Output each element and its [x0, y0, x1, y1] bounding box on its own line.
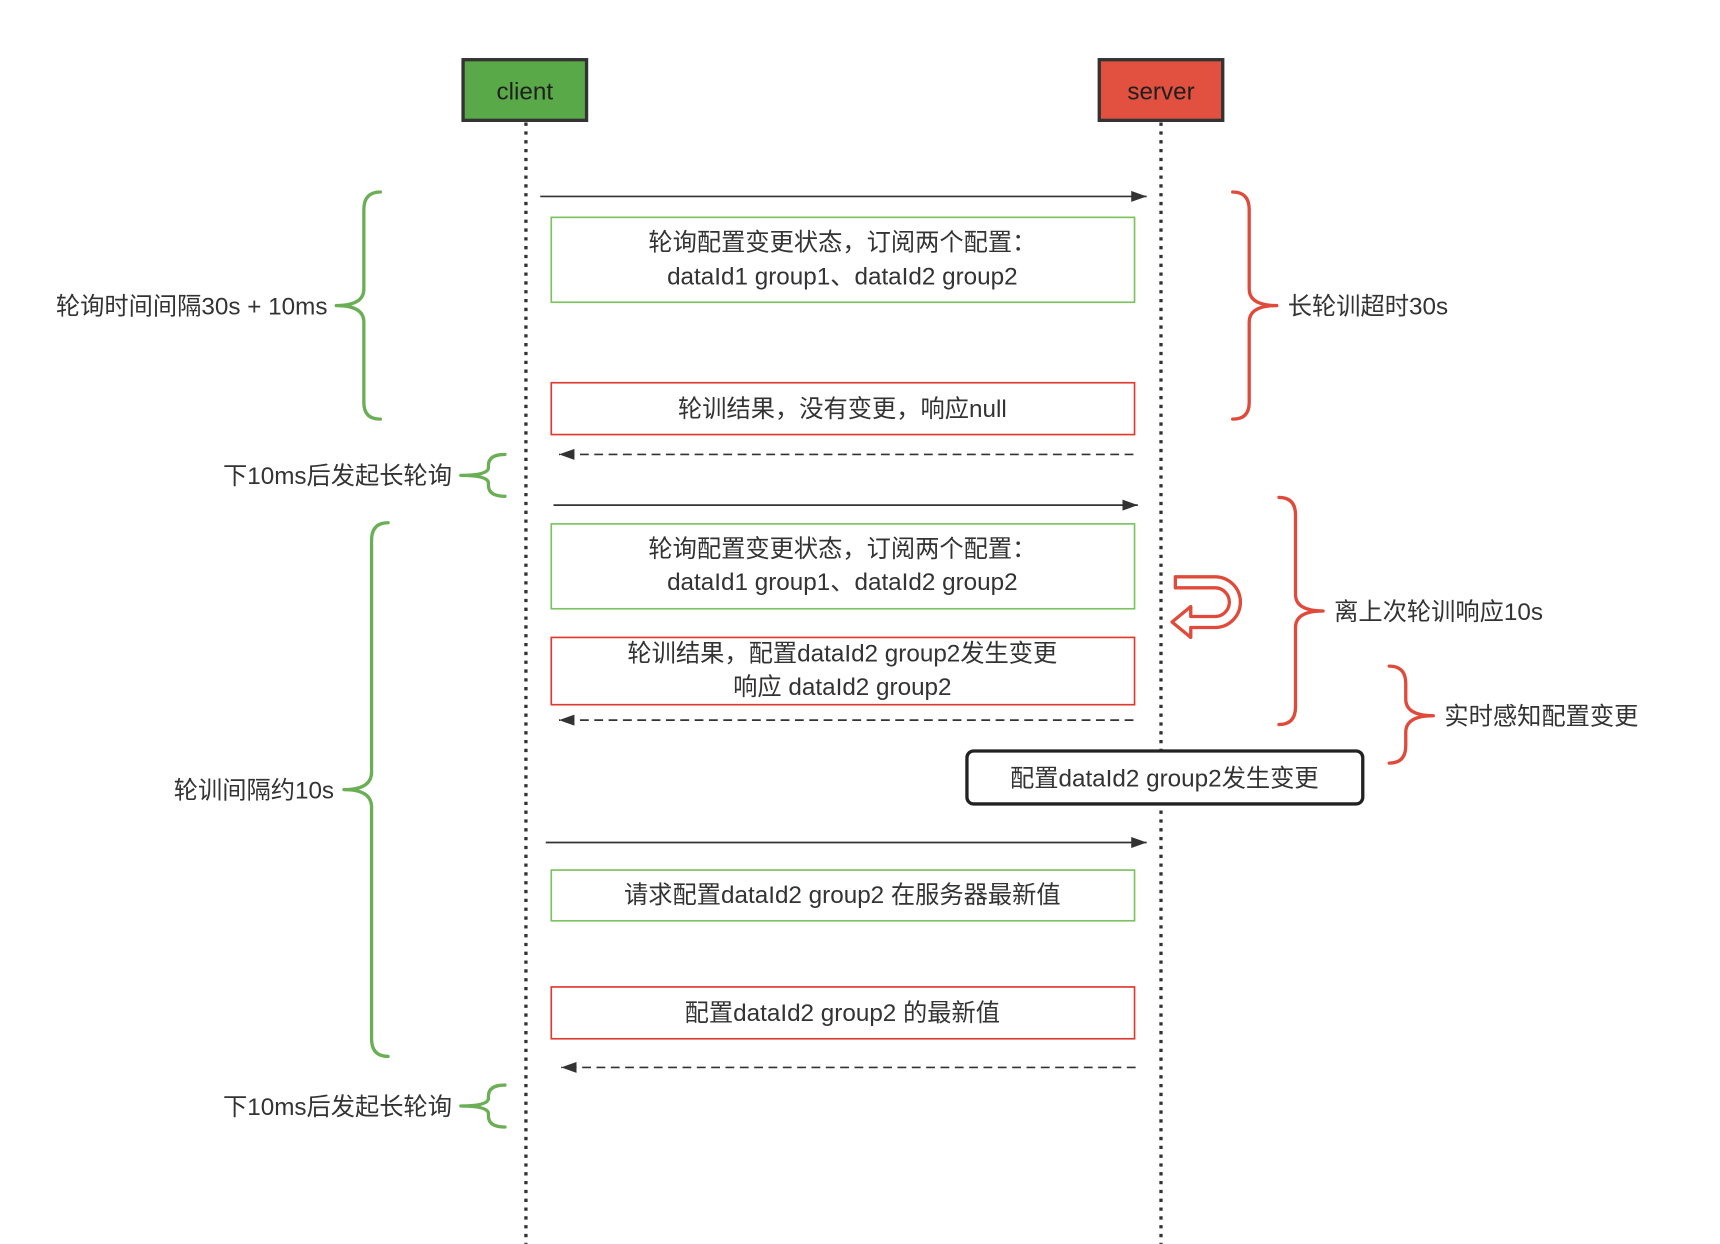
client-annotation-next-poll-2: 下10ms后发起长轮询 [223, 1083, 507, 1129]
poll-request-2-line1: 轮询配置变更状态，订阅两个配置： [648, 536, 1036, 563]
fetch-response: 配置dataId2 group2 的最新值 [550, 986, 1136, 1040]
server-annotation-3-label: 实时感知配置变更 [1444, 704, 1638, 731]
participant-server: server [1097, 58, 1225, 122]
client-label: client [497, 78, 554, 105]
client-annotation-4-label: 下10ms后发起长轮询 [223, 1094, 452, 1121]
server-annotation-1-label: 长轮训超时30s [1288, 293, 1448, 320]
poll-request-2-box [550, 523, 1136, 610]
server-box [1097, 58, 1225, 122]
poll-response-1: 轮训结果，没有变更，响应null [550, 381, 1136, 436]
poll-response-1-text: 轮训结果，没有变更，响应null [678, 396, 1007, 423]
server-annotation-since-last: 离上次轮训响应10s [1277, 495, 1543, 727]
client-brace-4 [459, 1083, 507, 1129]
fetch-response-box [550, 986, 1136, 1040]
poll-response-2-box [550, 636, 1136, 706]
fetch-request-text: 请求配置dataId2 group2 在服务器最新值 [624, 882, 1061, 909]
client-annotation-poll-interval: 轮询时间间隔30s + 10ms [56, 190, 383, 421]
client-annotation-next-poll-1: 下10ms后发起长轮询 [223, 452, 507, 498]
poll-request-2: 轮询配置变更状态，订阅两个配置： dataId1 group1、dataId2 … [550, 523, 1136, 610]
poll-request-1-box [550, 216, 1136, 304]
client-box [461, 58, 589, 122]
server-brace-1 [1231, 190, 1279, 421]
client-annotation-1-label: 轮询时间间隔30s + 10ms [56, 293, 328, 320]
server-annotation-realtime: 实时感知配置变更 [1387, 664, 1638, 765]
client-annotation-2-label: 下10ms后发起长轮询 [223, 463, 452, 490]
poll-request-2-line2: dataId1 group1、dataId2 group2 [667, 569, 1018, 596]
fetch-request-box [550, 869, 1136, 922]
server-annotation-2-label: 离上次轮训响应10s [1334, 599, 1543, 626]
fetch-response-text: 配置dataId2 group2 的最新值 [685, 1000, 1000, 1027]
loop-back-arrow-icon [1170, 575, 1242, 640]
server-annotation-timeout: 长轮训超时30s [1231, 190, 1448, 421]
fetch-request: 请求配置dataId2 group2 在服务器最新值 [550, 869, 1136, 922]
participant-client: client [461, 58, 589, 122]
server-config-change-event: 配置dataId2 group2发生变更 [965, 749, 1365, 806]
client-brace-3 [342, 521, 390, 1059]
client-brace-2 [459, 452, 507, 498]
server-brace-2 [1277, 495, 1325, 727]
client-annotation-3-label: 轮训间隔约10s [174, 777, 334, 804]
poll-response-2-line1: 轮训结果，配置dataId2 group2发生变更 [627, 641, 1057, 668]
poll-request-1-line2: dataId1 group1、dataId2 group2 [667, 264, 1018, 291]
poll-request-1: 轮询配置变更状态，订阅两个配置： dataId1 group1、dataId2 … [550, 216, 1136, 304]
server-label: server [1127, 78, 1194, 105]
server-event-text: 配置dataId2 group2发生变更 [1010, 765, 1319, 792]
poll-request-1-line1: 轮询配置变更状态，订阅两个配置： [648, 229, 1036, 256]
poll-response-2-line2: 响应 dataId2 group2 [733, 674, 951, 701]
client-brace-1 [334, 190, 383, 421]
server-brace-3 [1387, 664, 1435, 765]
server-event-box [965, 749, 1365, 806]
poll-response-1-box [550, 381, 1136, 436]
poll-response-2: 轮训结果，配置dataId2 group2发生变更 响应 dataId2 gro… [550, 636, 1136, 706]
client-annotation-interval-10s: 轮训间隔约10s [174, 521, 390, 1059]
